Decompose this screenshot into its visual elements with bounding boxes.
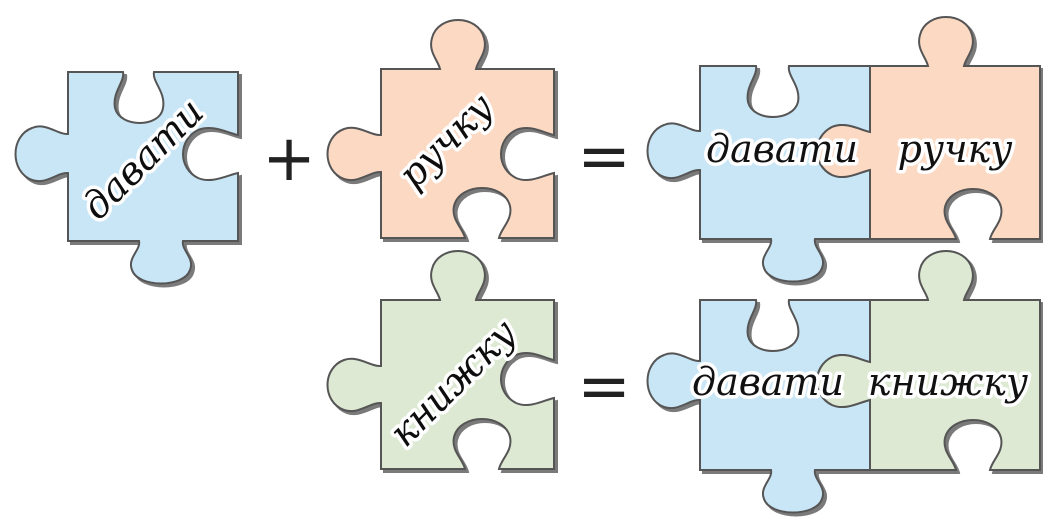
equals-sign-top: =: [577, 120, 631, 194]
puzzle-piece-knyzhku-shape: [326, 250, 555, 470]
combined-bottom-word-knyzhku: книжку: [868, 360, 1028, 404]
plus-sign: +: [262, 122, 316, 196]
combined-top-word-ruchku: ручку: [898, 127, 1013, 171]
combined-puzzle-davaty-ruchku: давати ручку: [646, 16, 1041, 283]
combined-top-blue-piece: [646, 65, 871, 283]
combined-bottom-green-piece: [816, 250, 1041, 471]
puzzle-piece-knyzhku: книжку: [326, 250, 555, 470]
combined-bottom-blue-piece: [646, 299, 871, 514]
equals-sign-bottom: =: [577, 350, 631, 424]
combined-top-word-davaty: давати: [706, 127, 858, 171]
puzzle-piece-davaty-shape: [14, 71, 239, 285]
puzzle-piece-davaty: давати: [14, 71, 239, 285]
combined-top-orange-piece: [816, 16, 1041, 240]
combined-puzzle-davaty-knyzhku: давати книжку: [646, 250, 1041, 514]
combined-bottom-word-davaty: давати: [692, 360, 844, 404]
puzzle-piece-ruchku-shape: [326, 19, 555, 239]
puzzle-piece-ruchku: ручку: [326, 19, 555, 239]
